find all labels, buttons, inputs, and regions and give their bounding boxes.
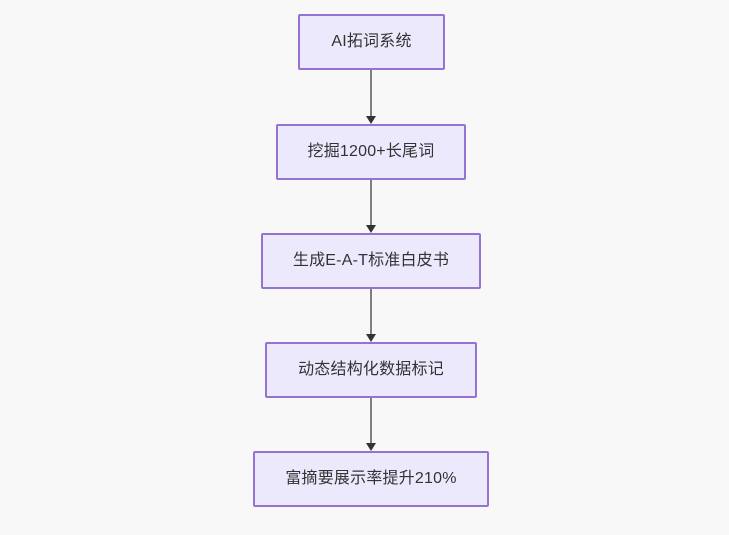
arrow-down-icon <box>366 225 376 233</box>
flow-node-label: 挖掘1200+长尾词 <box>307 143 435 161</box>
flow-node-label: 富摘要展示率提升210% <box>285 470 457 488</box>
flow-node-ai-keyword-system[interactable]: AI拓词系统 <box>298 14 445 70</box>
flow-node-label: 生成E-A-T标准白皮书 <box>292 252 450 270</box>
flow-node-label: 动态结构化数据标记 <box>298 361 444 379</box>
edge-line-icon <box>370 70 372 116</box>
arrow-down-icon <box>366 443 376 451</box>
edge-line-icon <box>370 180 372 225</box>
arrow-down-icon <box>366 334 376 342</box>
flow-node-structured-data-markup[interactable]: 动态结构化数据标记 <box>265 342 477 398</box>
flow-node-longtail-keywords[interactable]: 挖掘1200+长尾词 <box>276 124 466 180</box>
flow-edge-n1-n2 <box>365 70 377 124</box>
flow-edge-n2-n3 <box>365 180 377 233</box>
flow-edge-n3-n4 <box>365 289 377 342</box>
flow-node-label: AI拓词系统 <box>331 33 412 51</box>
edge-line-icon <box>370 398 372 443</box>
flow-node-eat-whitepaper[interactable]: 生成E-A-T标准白皮书 <box>261 233 481 289</box>
edge-line-icon <box>370 289 372 334</box>
flow-node-rich-snippet-result[interactable]: 富摘要展示率提升210% <box>253 451 489 507</box>
arrow-down-icon <box>366 116 376 124</box>
flow-edge-n4-n5 <box>365 398 377 451</box>
